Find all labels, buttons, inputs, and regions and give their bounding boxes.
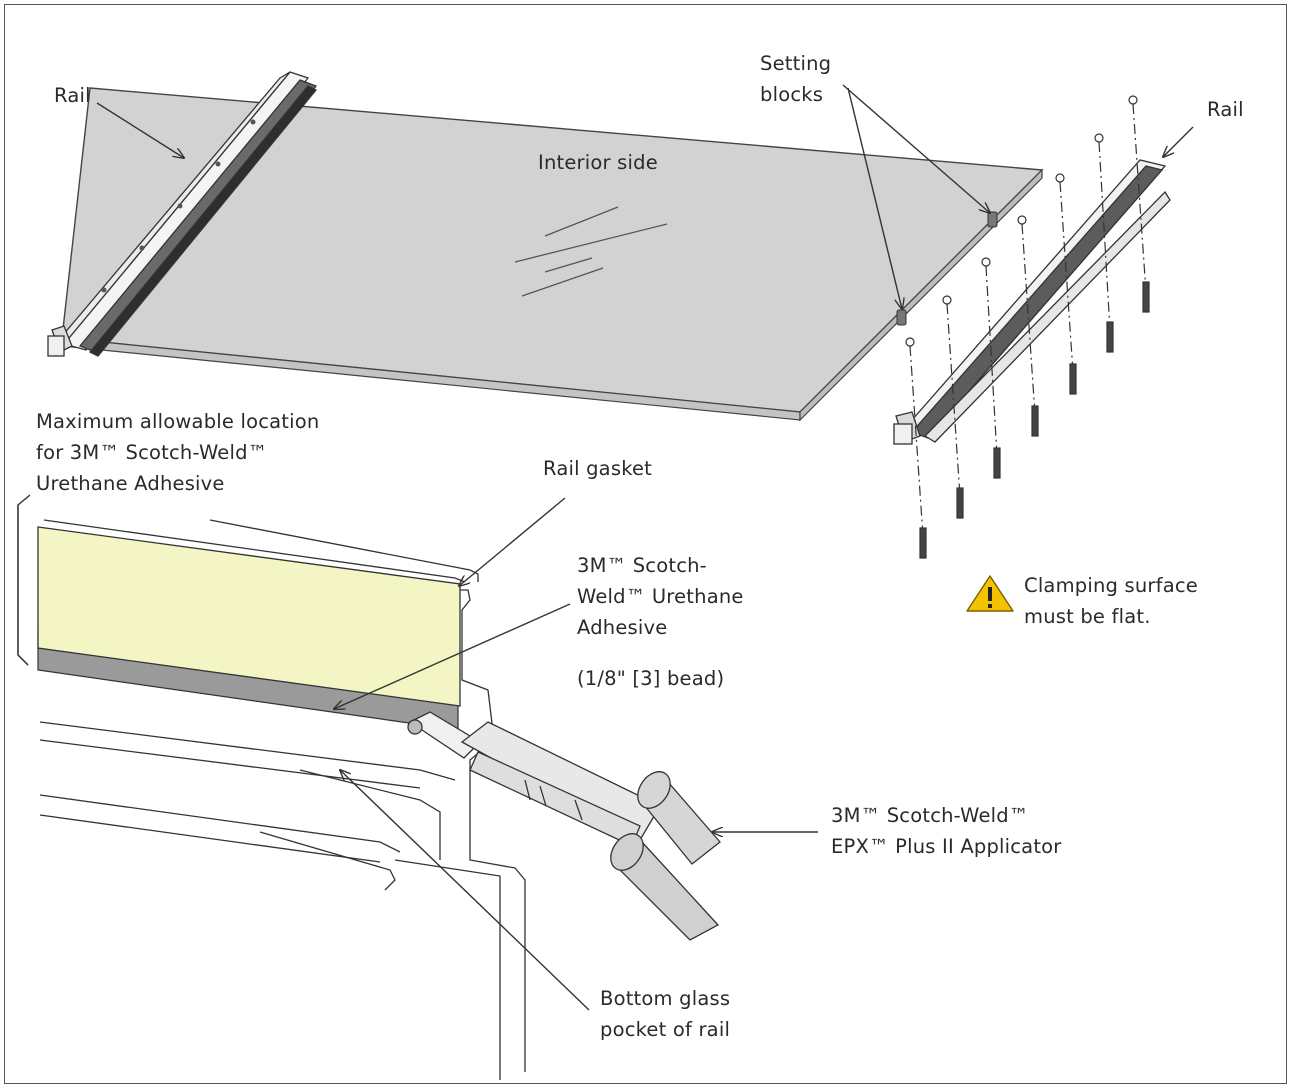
diagram-frame: [4, 4, 1287, 1084]
left-rail: [47, 71, 318, 357]
setting-block: [987, 211, 998, 228]
screw: [942, 295, 964, 519]
bottom-pocket-label: Bottom glass pocket of rail: [600, 987, 731, 1041]
rail-screws: [905, 95, 1150, 559]
bottom-pocket-leader: [340, 770, 590, 1011]
leader-lines: [17, 84, 1194, 1011]
applicator-label: 3M™ Scotch-Weld™ EPX™ Plus II Applicator: [831, 804, 1062, 858]
adhesive-label: 3M™ Scotch- Weld™ Urethane Adhesive: [577, 554, 744, 639]
right-rail: [893, 159, 1171, 445]
screw: [1055, 173, 1077, 395]
rail-profile: [17, 505, 526, 1080]
screw: [1094, 133, 1114, 353]
warning-triangle-icon: [966, 575, 1014, 612]
rail-gasket-leader: [459, 497, 566, 586]
rail-right-label: Rail: [1207, 98, 1244, 121]
interior-side-label: Interior side: [538, 151, 658, 174]
bead-size-label: (1/8" [3] bead): [577, 667, 725, 690]
setting-blocks-leader: [842, 84, 990, 213]
epx-applicator: [407, 711, 721, 941]
max-location-bracket: [17, 494, 31, 666]
screw: [981, 257, 1001, 479]
glass-reflection-lines: [514, 206, 668, 297]
setting-blocks-label: Setting blocks: [760, 52, 832, 106]
screw: [905, 337, 927, 559]
rail-left-label: Rail: [54, 84, 91, 107]
setting-blocks-leader: [847, 87, 902, 309]
clamping-note: Clamping surface must be flat.: [1024, 574, 1198, 628]
rail-left-leader: [96, 102, 184, 158]
screw: [1128, 95, 1150, 313]
rail-right-leader: [1163, 126, 1194, 157]
setting-block: [896, 309, 907, 326]
screw: [1017, 215, 1039, 437]
rail-gasket-label: Rail gasket: [543, 457, 653, 480]
adhesive-zone: [37, 526, 461, 707]
adhesive-leader: [334, 603, 571, 709]
glass-pane: [61, 87, 1044, 422]
max-location-label: Maximum allowable location for 3M™ Scotc…: [36, 410, 320, 495]
